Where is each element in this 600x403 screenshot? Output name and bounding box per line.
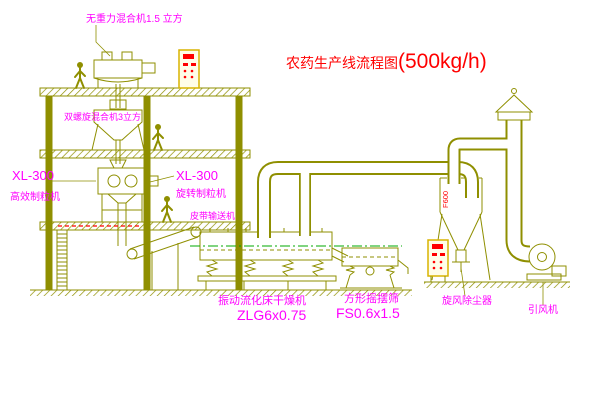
label-sieve-name: 方形摇摆筛 [344,291,399,305]
ground-line [30,281,570,296]
label-dryer-model: ZLG6x0.75 [237,307,306,323]
control-cabinet-ground [427,239,449,282]
label-granulator-left-model: XL-300 [12,168,54,183]
cyclone-size-label: F600 [441,191,450,208]
label-top-mixer: 无重力混合机1.5 立方 [86,12,183,25]
label-conical-mixer: 双螺旋混合机3立方 [64,111,141,122]
belt-conveyor [126,226,202,290]
fluid-bed-dryer [197,228,349,290]
stack-rain-cap [494,88,534,121]
label-granulator-left-name: 高效制粒机 [10,190,60,203]
leader-lines [50,25,544,305]
induced-draft-fan [526,243,567,281]
square-sieve [340,247,409,289]
exhaust-duct [257,161,479,238]
page-title: 农药生产线流程图(500kg/h) [286,50,487,73]
rotary-granulator [97,159,159,246]
worker-figure [74,61,86,89]
label-belt-conveyor: 皮带输送机 [190,210,235,221]
stack-and-outlet-duct [447,112,531,263]
label-sieve-model: FS0.6x1.5 [336,305,400,321]
label-granulator-center-model: XL-300 [176,168,218,183]
control-cabinet-roof [178,49,200,89]
building-structure [39,87,251,291]
label-cyclone: 旋风除尘器 [442,294,492,307]
worker-figure [152,123,164,151]
label-dryer-name: 振动流化床干燥机 [218,293,306,307]
label-granulator-center-name: 旋转制粒机 [176,187,226,200]
worker-figure [161,195,173,223]
gravity-free-mixer [93,51,156,108]
label-fan: 引风机 [528,303,558,316]
